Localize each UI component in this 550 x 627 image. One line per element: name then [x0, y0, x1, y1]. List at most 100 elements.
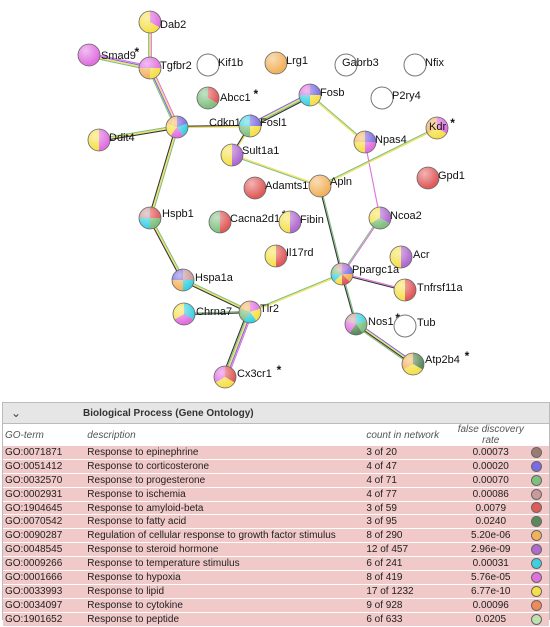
node-dab2[interactable]: Dab2: [138, 10, 186, 34]
color-dot-icon[interactable]: [530, 558, 542, 569]
node-smad9[interactable]: Smad9*: [77, 43, 140, 67]
node-p2ry4[interactable]: P2ry4: [370, 86, 421, 110]
go-term-id[interactable]: GO:0034097: [3, 598, 86, 613]
go-term-color-swatch[interactable]: [528, 542, 549, 558]
node-fosb[interactable]: Fosb: [298, 83, 344, 107]
go-term-color-swatch[interactable]: [528, 473, 549, 488]
color-dot-icon[interactable]: [530, 571, 542, 583]
go-term-color-swatch[interactable]: [528, 528, 549, 544]
node-apln[interactable]: Apln: [308, 174, 352, 198]
go-term-color-swatch[interactable]: [528, 459, 549, 474]
node-acr[interactable]: Acr: [389, 245, 430, 269]
go-term-id[interactable]: GO:0070542: [3, 514, 86, 530]
node-kif1b[interactable]: Kif1b: [196, 53, 243, 77]
go-term-id[interactable]: GO:0090287: [3, 528, 86, 544]
node-atp2b4[interactable]: Atp2b4*: [401, 349, 470, 376]
node-kdr[interactable]: Kdr*: [425, 116, 455, 140]
node-tub[interactable]: Tub: [393, 314, 436, 338]
color-dot-icon[interactable]: [530, 613, 542, 625]
node-gpd1[interactable]: Gpd1: [416, 166, 465, 190]
edge-Sult1a1-Apln[interactable]: [231, 153, 321, 188]
color-dot-icon[interactable]: [530, 446, 542, 458]
color-dot-icon[interactable]: [530, 599, 542, 611]
node-il17rd[interactable]: Il17rd: [264, 244, 314, 268]
node-npas4[interactable]: Npas4: [353, 130, 407, 154]
edge-Apln-Ppargc1a[interactable]: [318, 185, 344, 275]
go-term-color-swatch[interactable]: [528, 556, 549, 572]
node-cacna2d1[interactable]: Cacna2d1*: [208, 208, 287, 234]
go-term-id[interactable]: GO:0033993: [3, 584, 86, 599]
go-term-color-swatch[interactable]: [528, 612, 549, 627]
node-hspb1[interactable]: Hspb1: [138, 206, 194, 230]
color-dot-icon[interactable]: [530, 460, 542, 472]
color-dot-icon[interactable]: [530, 474, 542, 486]
go-term-color-swatch[interactable]: [528, 570, 549, 585]
node-nfix[interactable]: Nfix: [403, 53, 444, 77]
go-term-id[interactable]: GO:1901652: [3, 612, 86, 627]
edge-Cdkn1a-Fosl1[interactable]: [176, 124, 251, 129]
go-term-color-swatch[interactable]: [528, 598, 549, 613]
node-abcc1[interactable]: Abcc1*: [196, 86, 259, 110]
node-adamts12[interactable]: Adamts12: [243, 176, 315, 200]
node-hspa1a[interactable]: Hspa1a: [171, 268, 234, 292]
go-term-color-swatch[interactable]: [528, 446, 549, 460]
color-dot-icon[interactable]: [530, 530, 542, 542]
edge-Fosb-Npas4[interactable]: [309, 94, 366, 143]
color-dot-icon[interactable]: [530, 516, 542, 528]
node-gabrb3[interactable]: Gabrb3: [334, 53, 379, 77]
go-panel-header[interactable]: ⌄ Biological Process (Gene Ontology): [3, 403, 549, 424]
color-dot-icon[interactable]: [530, 544, 542, 556]
go-term-color-swatch[interactable]: [528, 584, 549, 599]
go-term-id[interactable]: GO:1904645: [3, 501, 86, 516]
node-ncoa2[interactable]: Ncoa2: [368, 206, 422, 230]
node-lrg1[interactable]: Lrg1: [264, 51, 308, 75]
edge-Cdkn1a-Hspb1[interactable]: [148, 126, 179, 219]
go-term-color-swatch[interactable]: [528, 501, 549, 516]
node-ppargc1a[interactable]: Ppargc1a: [330, 262, 400, 286]
go-term-id[interactable]: GO:0071871: [3, 446, 86, 460]
node-fosl1[interactable]: Fosl1: [238, 114, 287, 138]
go-term-color-swatch[interactable]: [528, 514, 549, 530]
edge-Kdr-Apln[interactable]: [319, 126, 438, 188]
node-sult1a1[interactable]: Sult1a1: [220, 143, 279, 167]
color-dot-icon[interactable]: [530, 502, 542, 514]
go-term-color-swatch[interactable]: [528, 487, 549, 502]
go-term-id[interactable]: GO:0002931: [3, 487, 86, 502]
edge-Tlr2-Cx3cr1[interactable]: [222, 310, 253, 379]
edge-Hspa1a-Tlr2[interactable]: [182, 278, 251, 314]
go-term-id[interactable]: GO:0001666: [3, 570, 86, 585]
go-term-id[interactable]: GO:0032570: [3, 473, 86, 488]
node-tgfbr2[interactable]: Tgfbr2*: [138, 55, 205, 80]
edge-Npas4-Ncoa2[interactable]: [364, 141, 381, 219]
go-term-id[interactable]: GO:0009266: [3, 556, 86, 572]
color-dot-icon[interactable]: [530, 488, 542, 500]
node-tnfrsf11a[interactable]: Tnfrsf11a: [393, 278, 464, 302]
chevron-down-icon[interactable]: ⌄: [10, 406, 22, 420]
edge-Hspb1-Hspa1a[interactable]: [148, 217, 185, 281]
edge-Nos1-Atp2b4[interactable]: [354, 321, 415, 367]
go-term-id[interactable]: GO:0051412: [3, 459, 86, 474]
node-nos1[interactable]: Nos1*: [344, 311, 400, 336]
color-dot-icon[interactable]: [530, 585, 542, 597]
node-tlr2[interactable]: Tlr2: [238, 300, 279, 324]
node-chrna7[interactable]: Chrna7: [172, 302, 232, 326]
node-ddit4[interactable]: Ddit4: [87, 128, 135, 152]
node-cx3cr1[interactable]: Cx3cr1*: [213, 363, 282, 389]
edge-Ddit4-Cdkn1a[interactable]: [98, 125, 178, 142]
edge-Tlr2-Ppargc1a[interactable]: [249, 272, 343, 314]
go-term-id[interactable]: GO:0048545: [3, 542, 86, 558]
node-fibin[interactable]: Fibin: [278, 210, 324, 234]
